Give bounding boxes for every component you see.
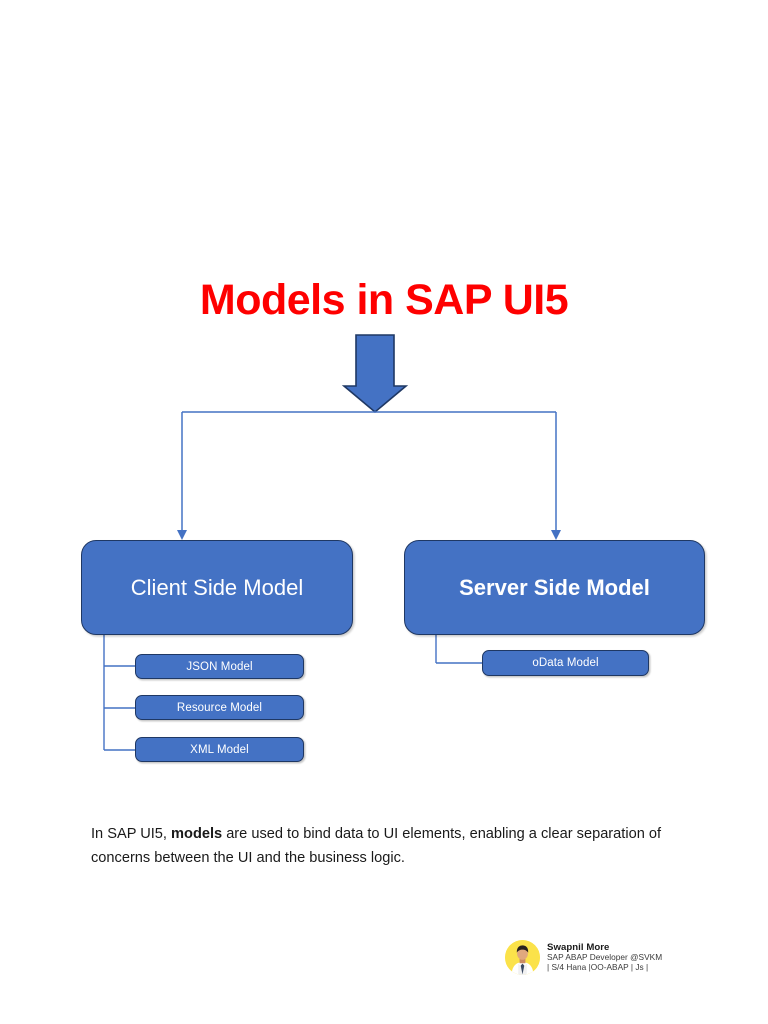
node-label: Client Side Model <box>130 574 304 600</box>
node-label: XML Model <box>190 743 249 756</box>
signature-role: SAP ABAP Developer @SVKM <box>547 951 663 962</box>
node-label: oData Model <box>532 657 599 669</box>
arrowhead-left <box>177 530 187 540</box>
node-server-side-model[interactable]: Server Side Model <box>404 540 705 635</box>
node-label: Resource Model <box>176 701 263 714</box>
server-side-children-connector <box>435 635 483 664</box>
node-label: JSON Model <box>186 660 253 673</box>
page-title: Models in SAP UI5 <box>199 276 569 324</box>
node-label: Server Side Model <box>459 574 650 600</box>
node-resource-model[interactable]: Resource Model <box>135 695 304 720</box>
node-odata-model[interactable]: oData Model <box>482 650 649 676</box>
root-split-connector <box>181 411 557 531</box>
description-paragraph: In SAP UI5, models are used to bind data… <box>91 823 671 870</box>
node-client-side-model[interactable]: Client Side Model <box>81 540 353 635</box>
node-xml-model[interactable]: XML Model <box>135 737 304 762</box>
author-signature: Swapnil More SAP ABAP Developer @SVKM | … <box>505 934 685 980</box>
description-emphasis: models <box>171 826 223 842</box>
person-avatar-icon <box>505 939 540 975</box>
signature-text-block: Swapnil More SAP ABAP Developer @SVKM | … <box>547 942 662 973</box>
signature-name: Swapnil More <box>547 941 610 953</box>
signature-skills: | S/4 Hana |OO-ABAP | Js | <box>547 961 649 972</box>
description-rest: are used to bind data to UI elements, en… <box>91 826 662 866</box>
down-arrow-icon <box>341 334 409 414</box>
description-lead: In SAP UI5, <box>91 826 172 842</box>
arrowhead-right <box>551 530 561 540</box>
client-side-children-connector <box>103 635 136 751</box>
node-json-model[interactable]: JSON Model <box>135 654 304 679</box>
